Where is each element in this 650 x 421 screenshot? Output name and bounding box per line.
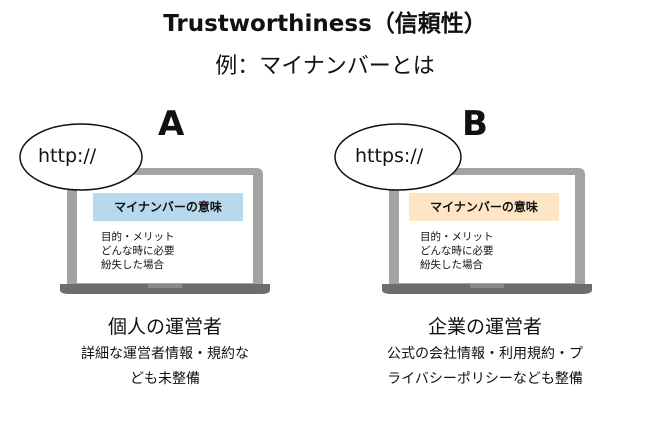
description-a: 詳細な運営者情報・規約な ども未整備 bbox=[40, 342, 290, 392]
description-b: 公式の会社情報・利用規約・プ ライバシーポリシーなども整備 bbox=[355, 342, 615, 392]
screen-line: 紛失した場合 bbox=[101, 259, 164, 271]
page-subtitle: 例：マイナンバーとは bbox=[215, 54, 435, 79]
page-title: Trustworthiness（信頼性） bbox=[163, 11, 487, 37]
protocol-label-a: http:// bbox=[38, 145, 97, 167]
screen-lines-b: 目的・メリット どんな時に必要 紛失した場合 bbox=[420, 230, 494, 272]
screen-line: 目的・メリット bbox=[420, 231, 494, 243]
screen-heading-a: マイナンバーの意味 bbox=[93, 193, 243, 221]
description-line: ライバシーポリシーなども整備 bbox=[387, 371, 583, 387]
panel-a-letter: A bbox=[158, 104, 185, 144]
operator-a: 個人の運営者 bbox=[107, 316, 222, 338]
screen-line: 紛失した場合 bbox=[420, 259, 483, 271]
screen-line: 目的・メリット bbox=[101, 231, 175, 243]
description-line: ども未整備 bbox=[130, 371, 200, 387]
screen-lines-a: 目的・メリット どんな時に必要 紛失した場合 bbox=[101, 230, 175, 272]
operator-b: 企業の運営者 bbox=[427, 316, 542, 338]
description-line: 詳細な運営者情報・規約な bbox=[81, 346, 249, 362]
bubble-b: https:// bbox=[333, 122, 463, 192]
screen-line: どんな時に必要 bbox=[420, 245, 494, 257]
bubble-a: http:// bbox=[18, 122, 144, 192]
protocol-label-b: https:// bbox=[355, 145, 424, 167]
screen-line: どんな時に必要 bbox=[101, 245, 175, 257]
panel-b-letter: B bbox=[462, 104, 488, 144]
screen-heading-b: マイナンバーの意味 bbox=[409, 193, 559, 221]
description-line: 公式の会社情報・利用規約・プ bbox=[387, 346, 583, 362]
